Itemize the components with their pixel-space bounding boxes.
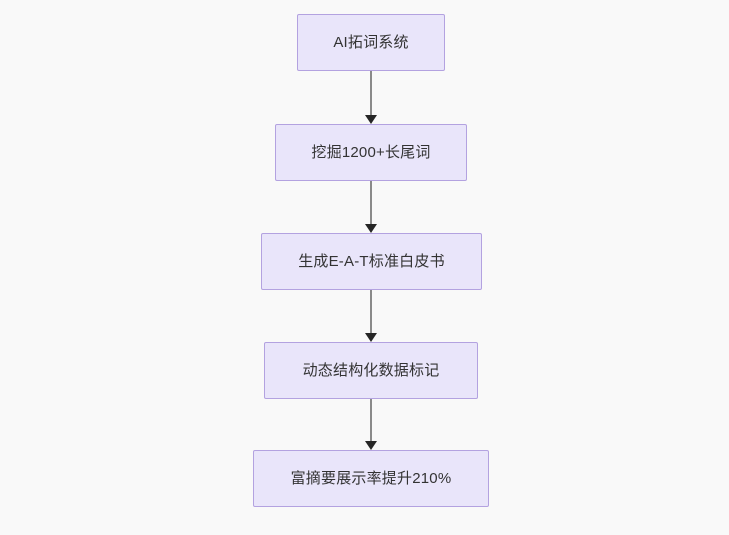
flow-node-label: AI拓词系统 <box>333 33 409 51</box>
flow-node-label: 富摘要展示率提升210% <box>290 469 452 487</box>
flow-node-label: 动态结构化数据标记 <box>302 361 440 379</box>
flow-node-label: 挖掘1200+长尾词 <box>311 143 431 161</box>
connector-line <box>370 71 372 115</box>
flow-node-label: 生成E-A-T标准白皮书 <box>298 252 445 270</box>
connector-line <box>370 399 372 441</box>
flow-connector-3 <box>363 290 379 342</box>
flow-node-rich-snippet-result[interactable]: 富摘要展示率提升210% <box>253 450 489 507</box>
connector-line <box>370 290 372 333</box>
arrow-down-icon <box>365 224 377 233</box>
connector-line <box>370 181 372 224</box>
arrow-down-icon <box>365 115 377 124</box>
flow-connector-1 <box>363 71 379 124</box>
flow-connector-4 <box>363 399 379 450</box>
flow-node-structured-data-markup[interactable]: 动态结构化数据标记 <box>264 342 478 399</box>
arrow-down-icon <box>365 333 377 342</box>
flow-connector-2 <box>363 181 379 233</box>
flow-node-eat-whitepaper[interactable]: 生成E-A-T标准白皮书 <box>261 233 482 290</box>
flow-node-longtail-keywords[interactable]: 挖掘1200+长尾词 <box>275 124 467 181</box>
flow-node-ai-keyword-system[interactable]: AI拓词系统 <box>297 14 445 71</box>
arrow-down-icon <box>365 441 377 450</box>
